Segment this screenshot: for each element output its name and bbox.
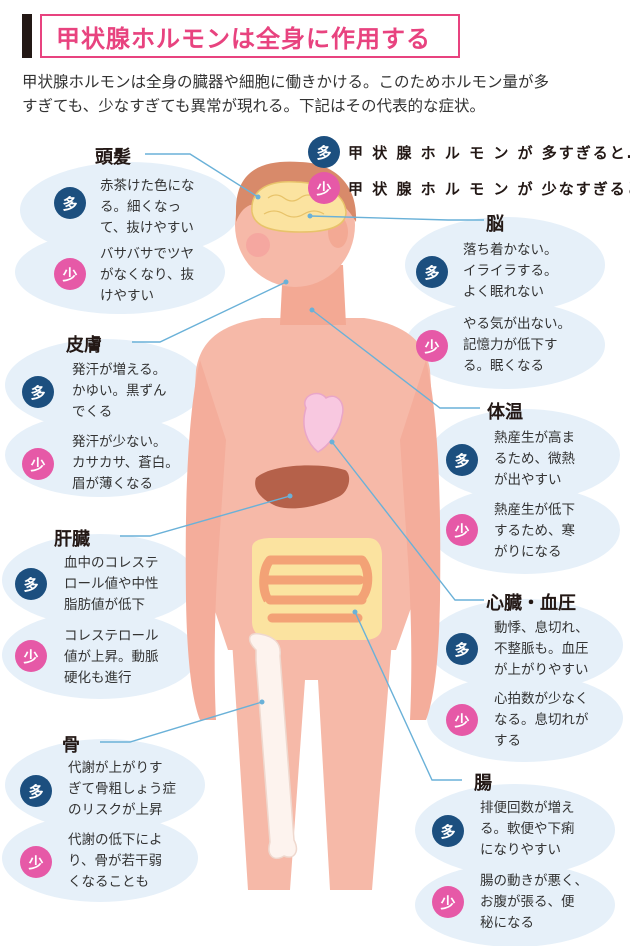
text-more-heart: 動悸、息切れ、 不整脈も。血圧 が上がりやすい bbox=[494, 620, 589, 678]
badge-less-hair: 少 bbox=[54, 258, 86, 290]
title-accent-bar bbox=[22, 14, 32, 58]
text-more-brain: 落ち着かない。 イライラする。 よく眠れない bbox=[463, 242, 558, 300]
text-less-heart: 心拍数が少なく なる。息切れが する bbox=[494, 691, 589, 749]
leader-lines bbox=[100, 153, 484, 781]
legend-less-text: 甲 状 腺 ホ ル モ ン が 少なすぎると… bbox=[348, 180, 630, 198]
section-title-liver: 肝臓 bbox=[54, 529, 90, 550]
intestine-organ bbox=[252, 538, 382, 640]
text-less-liver: コレステロール 値が上昇。動脈 硬化も進行 bbox=[64, 628, 159, 686]
badge-more-bone: 多 bbox=[20, 775, 52, 807]
blob-brain bbox=[405, 217, 605, 389]
blob-bone bbox=[2, 739, 205, 902]
page-title: 甲状腺ホルモンは全身に作用する bbox=[56, 24, 431, 53]
text-less-hair: バサバサでツヤ がなくなり、抜 けやすい bbox=[100, 246, 194, 304]
badge-less-skin: 少 bbox=[22, 448, 54, 480]
badge-less-gut: 少 bbox=[432, 886, 464, 918]
leader-hair bbox=[145, 153, 259, 198]
badge-less-bone: 少 bbox=[20, 846, 52, 878]
legend-less-badge: 少 bbox=[308, 172, 340, 204]
legend-more-text: 甲 状 腺 ホ ル モ ン が 多すぎると… bbox=[348, 144, 630, 162]
badge-more-gut: 多 bbox=[432, 815, 464, 847]
section-title-skin: 皮膚 bbox=[66, 335, 102, 356]
liver-organ bbox=[255, 465, 350, 509]
leader-dots bbox=[255, 194, 358, 705]
intro-paragraph: 甲状腺ホルモンは全身の臓器や細胞に働きかける。このためホルモン量が多 すぎても、… bbox=[22, 70, 612, 118]
heart-organ bbox=[303, 392, 344, 453]
leader-skin bbox=[132, 281, 287, 343]
blob-hair bbox=[15, 162, 240, 314]
text-more-gut: 排便回数が増え る。軟便や下痢 になりやすい bbox=[480, 800, 575, 858]
blob-skin bbox=[5, 339, 205, 497]
badge-less-brain: 少 bbox=[416, 330, 448, 362]
femur-bone bbox=[248, 632, 298, 860]
badge-more-heart: 多 bbox=[446, 633, 478, 665]
badge-more-temp: 多 bbox=[446, 444, 478, 476]
section-title-bone: 骨 bbox=[62, 735, 80, 756]
badge-more-liver: 多 bbox=[15, 568, 47, 600]
badge-less-heart: 少 bbox=[446, 704, 478, 736]
leader-temp bbox=[311, 309, 480, 409]
leader-brain bbox=[309, 215, 484, 221]
text-less-skin: 発汗が少ない。 カサカサ、蒼白。 眉が薄くなる bbox=[72, 434, 179, 492]
section-title-gut: 腸 bbox=[474, 773, 492, 794]
blob-temp bbox=[430, 409, 620, 574]
text-less-temp: 熱産生が低下 するため、寒 がりになる bbox=[494, 502, 575, 560]
badge-less-temp: 少 bbox=[446, 514, 478, 546]
text-more-hair: 赤茶けた色にな る。細くなっ て、抜けやすい bbox=[100, 178, 195, 236]
badge-more-hair: 多 bbox=[54, 187, 86, 219]
blob-liver bbox=[2, 534, 198, 699]
leader-heart bbox=[331, 441, 484, 601]
text-more-skin: 発汗が増える。 かゆい。黒ずん でくる bbox=[72, 362, 167, 420]
blob-heart bbox=[427, 599, 623, 762]
text-more-temp: 熱産生が高ま るため、微熱 が出やすい bbox=[494, 430, 575, 488]
section-title-hair: 頭髪 bbox=[95, 147, 131, 168]
text-less-gut: 腸の動きが悪く、 お腹が張る、便 秘になる bbox=[480, 873, 588, 931]
title-box: 甲状腺ホルモンは全身に作用する bbox=[40, 14, 460, 58]
leader-liver bbox=[120, 495, 291, 537]
badge-less-liver: 少 bbox=[15, 640, 47, 672]
intro-line-2: すぎても、少なすぎても異常が現れる。下記はその代表的な症状。 bbox=[22, 97, 485, 115]
text-less-brain: やる気が出ない。 記憶力が低下す る。眠くなる bbox=[463, 316, 571, 374]
leader-gut bbox=[354, 611, 462, 781]
leader-bone bbox=[100, 701, 263, 743]
legend-more-badge: 多 bbox=[308, 136, 340, 168]
text-more-bone: 代謝が上がりす ぎて骨粗しょう症 のリスクが上昇 bbox=[68, 760, 176, 818]
blob-gut bbox=[415, 784, 615, 946]
intro-line-1: 甲状腺ホルモンは全身の臓器や細胞に働きかける。このためホルモン量が多 bbox=[22, 73, 550, 91]
section-title-heart: 心臓・血圧 bbox=[486, 593, 576, 614]
text-less-bone: 代謝の低下によ り、骨が若干弱 くなることも bbox=[68, 832, 163, 890]
badge-more-brain: 多 bbox=[416, 256, 448, 288]
text-more-liver: 血中のコレステ ロール値や中性 脂肪値が低下 bbox=[64, 555, 159, 613]
section-title-brain: 脳 bbox=[486, 214, 504, 235]
badge-more-skin: 多 bbox=[22, 376, 54, 408]
section-title-temp: 体温 bbox=[487, 402, 523, 423]
